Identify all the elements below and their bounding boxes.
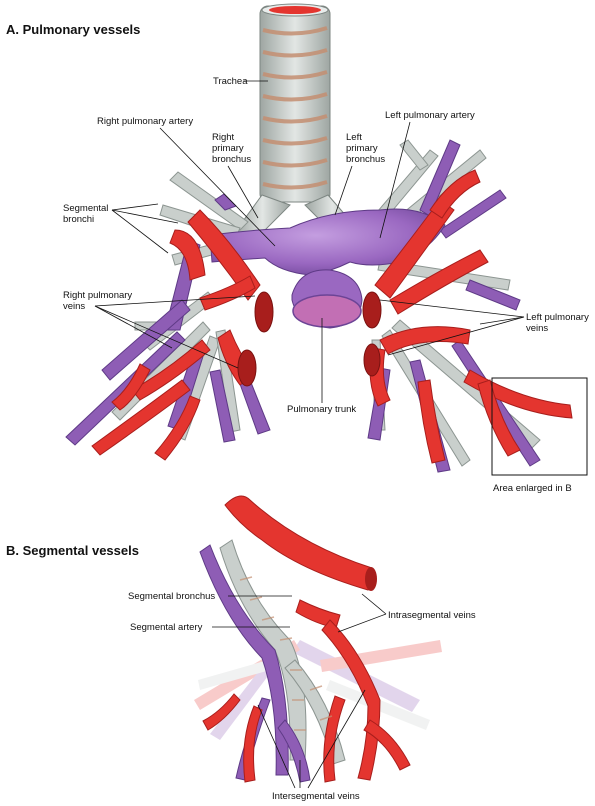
label-segmental-bronchus: Segmental bronchus <box>128 591 215 602</box>
label-right-primary-bronchus-2: primary <box>212 143 244 154</box>
trachea-shape <box>259 3 331 203</box>
label-area-enlarged: Area enlarged in B <box>493 483 572 494</box>
panel-b-labels: Segmental bronchus Segmental artery Intr… <box>128 591 476 802</box>
intrasegmental-vein-2 <box>321 619 381 781</box>
panel-b-title: B. Segmental vessels <box>6 543 139 558</box>
label-pulmonary-trunk: Pulmonary trunk <box>287 404 356 415</box>
label-left-pulmonary-artery: Left pulmonary artery <box>385 110 475 121</box>
label-intrasegmental-veins: Intrasegmental veins <box>388 610 476 621</box>
vein-openings <box>237 291 382 387</box>
label-right-pulmonary-artery: Right pulmonary artery <box>97 116 193 127</box>
label-segmental-bronchi-2: bronchi <box>63 214 94 225</box>
label-right-pulmonary-veins-2: veins <box>63 301 85 312</box>
right-bronchial-tree <box>111 171 249 441</box>
label-left-pulmonary-veins-1: Left pulmonary <box>526 312 589 323</box>
panel-a-illustration <box>65 3 588 476</box>
pulmonary-trunk-lumen <box>292 294 362 328</box>
segmental-artery-shape <box>199 544 289 776</box>
label-segmental-artery: Segmental artery <box>130 622 203 633</box>
panel-a-labels: Trachea Right pulmonary artery Right pri… <box>63 76 589 494</box>
label-left-primary-bronchus-3: bronchus <box>346 154 385 165</box>
area-enlarged-box <box>491 377 588 476</box>
label-left-primary-bronchus-2: primary <box>346 143 378 154</box>
label-right-primary-bronchus-3: bronchus <box>212 154 251 165</box>
label-segmental-bronchi-1: Segmental <box>63 203 108 214</box>
label-right-pulmonary-veins-1: Right pulmonary <box>63 290 132 301</box>
label-intersegmental-veins: Intersegmental veins <box>272 791 360 802</box>
label-left-primary-bronchus-1: Left <box>346 132 362 143</box>
panel-a-title: A. Pulmonary vessels <box>6 22 141 37</box>
panel-b-illustration <box>194 495 442 783</box>
intersegmental-vein-main <box>224 495 373 591</box>
label-left-pulmonary-veins-2: veins <box>526 323 548 334</box>
faded-background-vessels <box>194 640 442 740</box>
label-right-primary-bronchus-1: Right <box>212 132 235 143</box>
label-trachea: Trachea <box>213 76 248 87</box>
